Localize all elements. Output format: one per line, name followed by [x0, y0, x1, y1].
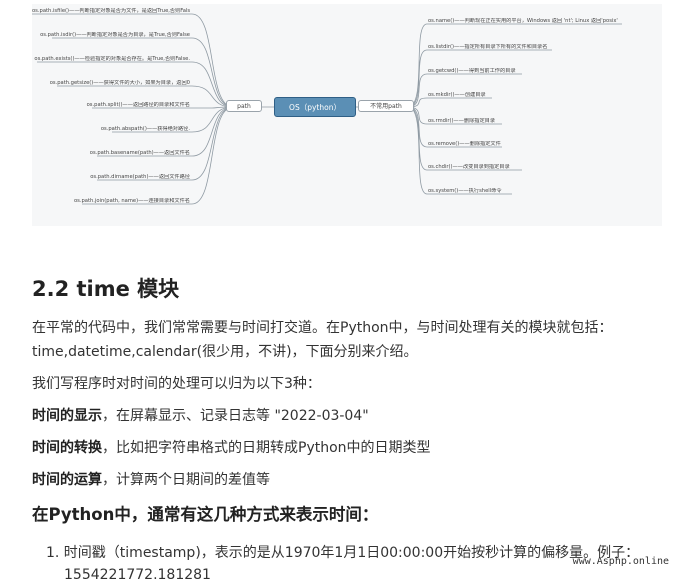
- point-display: 时间的显示，在屏幕显示、记录日志等 "2022-03-04": [32, 404, 664, 428]
- common-branch-node: 不常用path: [358, 100, 414, 112]
- node-join: os.path.join(path, name)——连接目录和文件名: [73, 198, 190, 204]
- node-rmdir: os.rmdir()——删除指定目录: [428, 118, 496, 124]
- node-getcwd: os.getcwd()——得到当前工作的目录: [428, 68, 516, 74]
- node-dirname: os.path.dirname(path)——返回文件路径: [90, 174, 190, 180]
- node-isfile: os.path.isfile()——判断指定对象是否为文件，是返回True,否则…: [32, 8, 190, 14]
- node-getsize: os.path.getsize()——获得文件的大小，如果为目录，返回0: [49, 80, 190, 86]
- node-chdir: os.chdir()——改变目录到指定目录: [428, 164, 510, 170]
- section-heading: 2.2 time 模块: [32, 277, 180, 301]
- point-conversion-text: ，比如把字符串格式的日期转成Python中的日期类型: [102, 440, 431, 456]
- node-remove: os.remove()——删除指定文件: [428, 141, 501, 147]
- node-split: os.path.split()——返回路径的目录和文件名: [86, 102, 190, 108]
- node-isdir: os.path.isdir()——判断指定对象是否为目录，是True,否则Fal…: [40, 32, 190, 38]
- os-mindmap-image: path OS（python） 不常用path os.path.isfile()…: [32, 4, 662, 226]
- mindmap-root-node: OS（python）: [274, 97, 356, 117]
- point-conversion-title: 时间的转换: [32, 440, 102, 456]
- site-watermark: www.Asphp.online: [572, 556, 669, 567]
- node-system: os.system()——执行shell命令: [428, 188, 502, 194]
- subheading: 在Python中，通常有这几种方式来表示时间：: [32, 505, 379, 524]
- point-display-title: 时间的显示: [32, 408, 102, 424]
- node-abspath: os.path.abspath()——获得绝对路径.: [100, 126, 190, 132]
- node-os-name: os.name()——判断现在正在实用的平台，Windows 返回 'nt'; …: [428, 18, 618, 24]
- intro-paragraph: 在平常的代码中，我们常常需要与时间打交道。在Python中，与时间处理有关的模块…: [32, 320, 613, 360]
- node-exists: os.path.exists()——检验指定的对象是否存在。是True,否则Fa…: [34, 56, 190, 62]
- node-mkdir: os.mkdir()——创建目录: [428, 92, 486, 98]
- summary-paragraph: 我们写程序时对时间的处理可以归为以下3种：: [32, 376, 321, 392]
- path-branch-node: path: [226, 100, 262, 112]
- node-listdir: os.listdir()——指定所有目录下所有的文件和目录名: [428, 44, 548, 50]
- point-conversion: 时间的转换，比如把字符串格式的日期转成Python中的日期类型: [32, 436, 664, 460]
- point-calculation: 时间的运算，计算两个日期间的差值等: [32, 468, 664, 492]
- point-calculation-title: 时间的运算: [32, 472, 102, 488]
- node-basename: os.path.basename(path)——返回文件名: [89, 150, 190, 156]
- point-display-text: ，在屏幕显示、记录日志等 "2022-03-04": [102, 408, 369, 424]
- list-item-timestamp-example: 1554221772.181281: [64, 567, 211, 583]
- list-item-timestamp: 1. 时间戳（timestamp)，表示的是从1970年1月1日00:00:00…: [46, 545, 640, 561]
- point-calculation-text: ，计算两个日期间的差值等: [102, 472, 270, 488]
